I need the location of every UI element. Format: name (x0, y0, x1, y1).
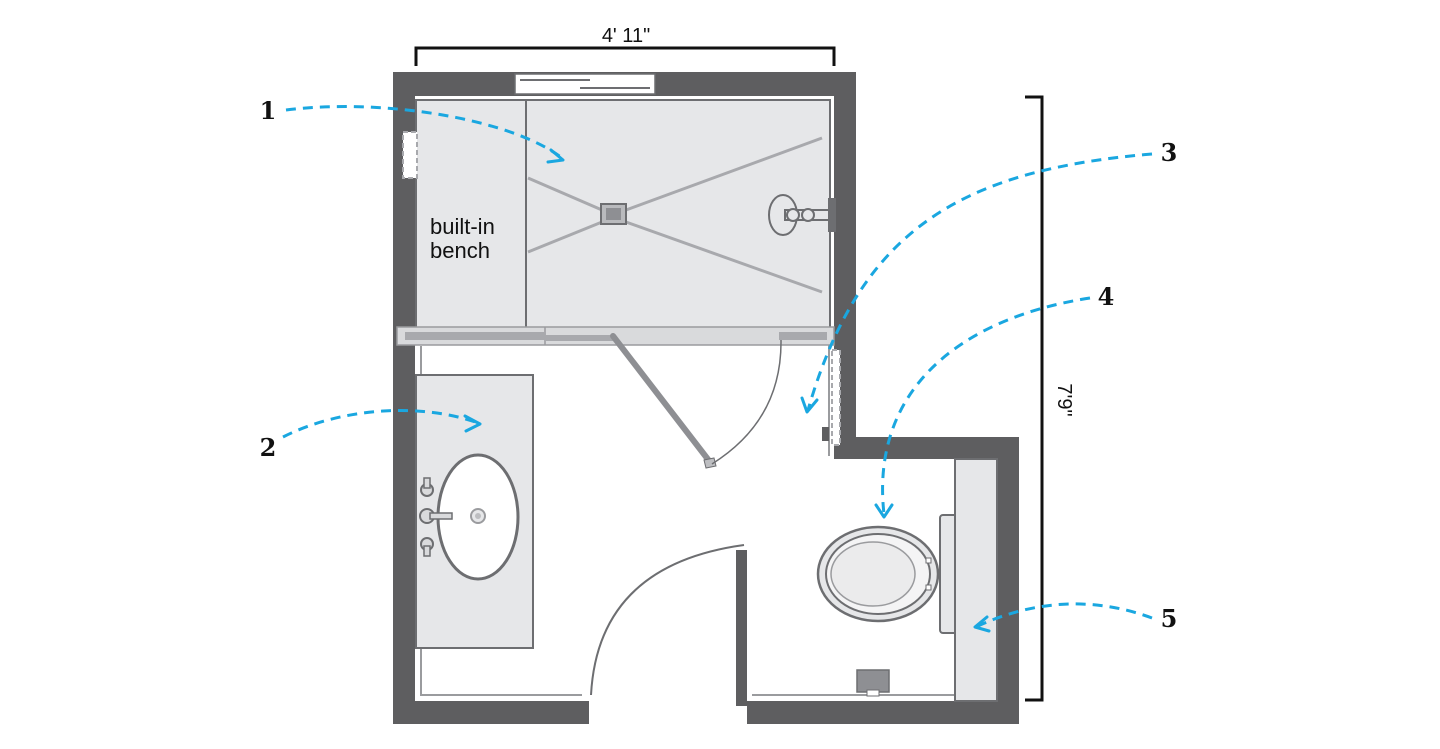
bench-label-line2: bench (430, 238, 490, 263)
width-dimension: 4' 11" (414, 25, 836, 66)
shower-valve-icon (768, 194, 836, 236)
toilet (816, 514, 958, 634)
callout-4: 4 (874, 282, 1115, 519)
wall-niche (402, 131, 418, 179)
callout-3: 3 (800, 138, 1178, 414)
callout-4-number: 4 (1098, 282, 1115, 311)
towel-rail (822, 349, 841, 446)
width-dimension-label: 4' 11" (602, 25, 650, 47)
callout-5-number: 5 (1161, 604, 1178, 633)
callout-3-number: 3 (1161, 138, 1178, 167)
shower-glass-door (610, 333, 713, 465)
window (514, 73, 656, 95)
callout-1-number: 1 (260, 96, 277, 125)
vanity (415, 374, 534, 649)
shower: built-in bench (396, 99, 836, 469)
height-dimension: 7'9" (1025, 95, 1075, 702)
callout-1: 1 (260, 96, 565, 164)
callout-2: 2 (260, 409, 482, 462)
storage-cabinet (954, 458, 998, 702)
bench-label-line1: built-in (430, 214, 495, 239)
floor-vent-icon (856, 669, 890, 697)
callout-2-number: 2 (260, 433, 277, 462)
height-dimension-label: 7'9" (1053, 383, 1075, 416)
callout-5: 5 (973, 602, 1178, 633)
faucet-icon (419, 477, 453, 557)
entry-door (590, 544, 745, 696)
